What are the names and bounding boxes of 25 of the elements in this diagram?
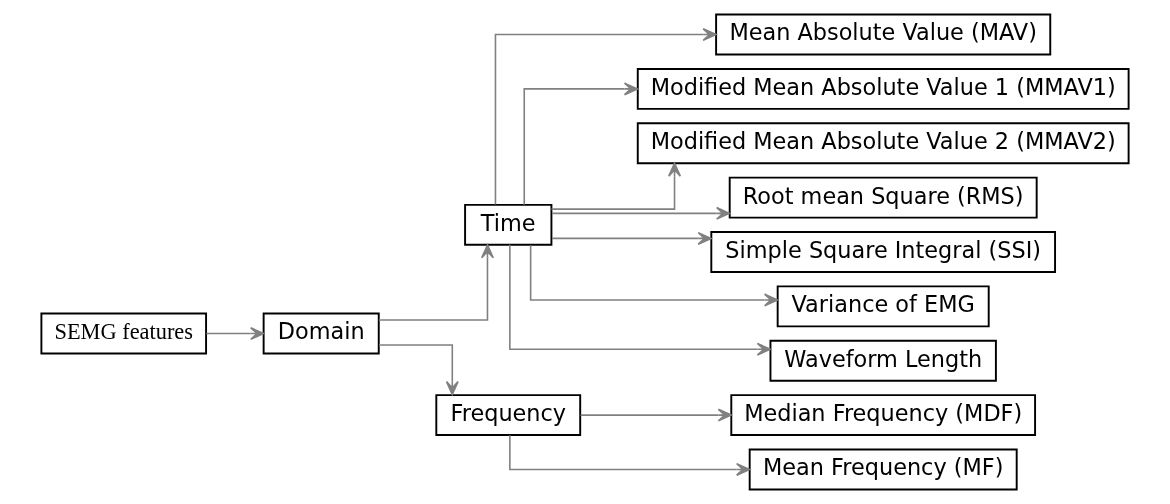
node-box: Median Frequency (MDF)	[730, 394, 1037, 437]
node-box: Modified Mean Absolute Value 2 (MMAV2)	[636, 122, 1130, 165]
arrow	[378, 244, 495, 321]
node-box: SEMG features	[40, 312, 208, 355]
node-box: Waveform Length	[769, 339, 997, 382]
node-box: Frequency	[435, 394, 582, 437]
node-box: Mean Frequency (MF)	[748, 448, 1018, 491]
arrow	[529, 244, 779, 307]
arrow	[509, 244, 771, 356]
arrow	[205, 326, 265, 341]
arrow	[551, 231, 712, 245]
node-box: Domain	[262, 312, 380, 355]
arrow	[378, 344, 459, 396]
arrow	[550, 162, 682, 210]
arrow	[579, 408, 732, 422]
arrow	[494, 28, 717, 206]
node-box: Time	[464, 203, 553, 246]
node-box: Variance of EMG	[776, 285, 990, 328]
arrow	[523, 82, 639, 206]
node-box: Modified Mean Absolute Value 1 (MMAV1)	[636, 67, 1130, 110]
node-box: Mean Absolute Value (MAV)	[715, 13, 1052, 56]
node-box: Simple Square Integral (SSI)	[710, 231, 1056, 273]
node-box: Root mean Square (RMS)	[728, 176, 1038, 219]
arrow	[551, 206, 731, 220]
arrow	[509, 434, 751, 476]
